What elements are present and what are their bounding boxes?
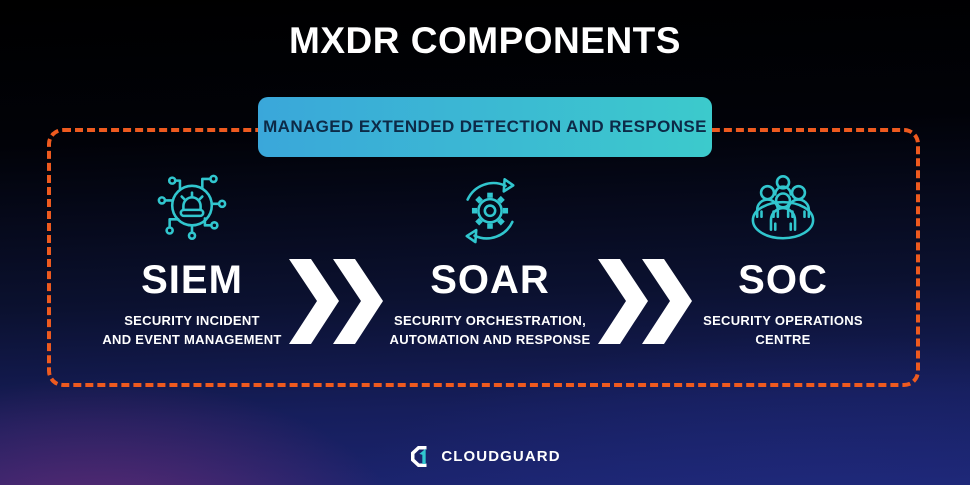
- component-siem: SIEM SECURITY INCIDENT AND EVENT MANAGEM…: [72, 166, 312, 350]
- component-subtitle-soar: SECURITY ORCHESTRATION, AUTOMATION AND R…: [390, 312, 591, 350]
- component-abbr-siem: SIEM: [141, 258, 243, 302]
- soc-team-icon: [751, 175, 815, 240]
- component-subtitle-siem: SECURITY INCIDENT AND EVENT MANAGEMENT: [102, 312, 281, 350]
- flow-arrow-icon: [598, 259, 692, 344]
- component-subtitle-line2: CENTRE: [755, 331, 811, 347]
- component-subtitle-line2: AUTOMATION AND RESPONSE: [389, 331, 591, 347]
- page-title: MXDR COMPONENTS: [289, 20, 681, 61]
- component-abbr-soc: SOC: [738, 258, 828, 302]
- component-abbr-soar: SOAR: [430, 258, 550, 302]
- mxdr-banner-label: MANAGED EXTENDED DETECTION AND RESPONSE: [263, 117, 707, 136]
- component-subtitle-soc: SECURITY OPERATIONS CENTRE: [703, 312, 863, 350]
- component-subtitle-line2: AND EVENT MANAGEMENT: [102, 331, 282, 347]
- soar-gear-cycle-icon: [465, 178, 515, 244]
- component-subtitle-line1: SECURITY INCIDENT: [124, 313, 260, 328]
- cloudguard-logo-icon: [411, 446, 427, 467]
- footer-logo: CLOUDGUARD: [0, 444, 970, 469]
- flow-arrow-icon: [289, 259, 383, 344]
- component-subtitle-line1: SECURITY OPERATIONS: [703, 313, 863, 328]
- cloudguard-brand-name: CLOUDGUARD: [441, 448, 561, 465]
- component-subtitle-line1: SECURITY ORCHESTRATION,: [393, 313, 587, 328]
- component-soc: SOC SECURITY OPERATIONS CENTRE: [663, 166, 903, 350]
- component-soar: SOAR SECURITY ORCHESTRATION, AUTOMATION …: [370, 166, 610, 350]
- siem-network-alarm-icon: [157, 174, 227, 240]
- mxdr-banner: MANAGED EXTENDED DETECTION AND RESPONSE: [258, 97, 712, 157]
